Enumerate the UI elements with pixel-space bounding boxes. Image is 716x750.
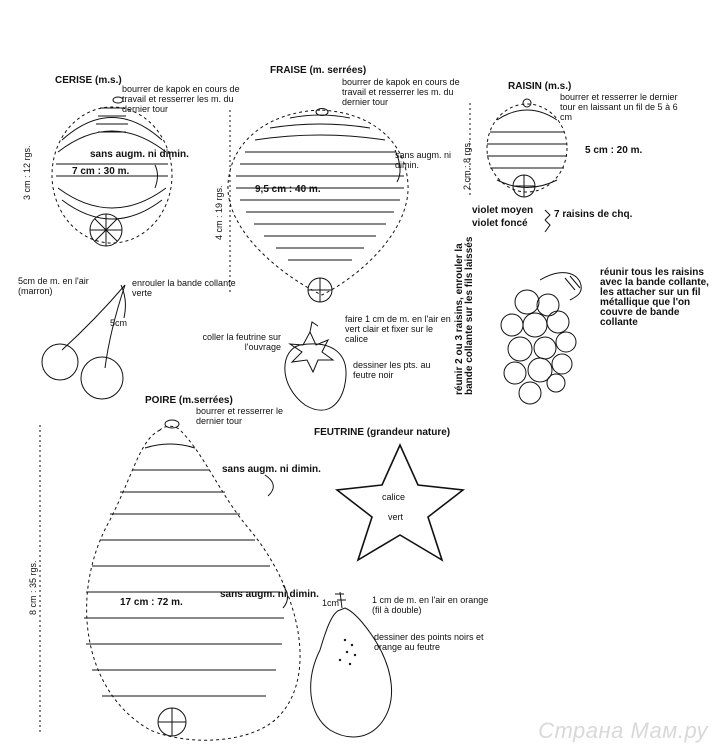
- fraise-note: bourrer de kapok en cours de travail et …: [342, 77, 460, 107]
- cerise-stem-len: 5cm: [110, 318, 128, 328]
- poire-rows: 8 cm : 35 rgs.: [28, 560, 38, 615]
- raisin-width: 5 cm : 20 m.: [585, 145, 643, 156]
- poire-note: bourrer et resserrer le dernier tour: [196, 406, 284, 426]
- raisin-title: RAISIN (m.s.): [508, 81, 572, 92]
- cerise-sans: sans augm. ni dimin.: [90, 149, 189, 160]
- grape-drawing: [500, 272, 582, 405]
- poire-dots: dessiner des points noirs et orange au f…: [374, 632, 484, 652]
- raisin-diagram: [486, 98, 568, 233]
- cerise-rows: 3 cm : 12 rgs.: [22, 145, 32, 200]
- cerise-note: bourrer de kapok en cours de travail et …: [122, 84, 240, 114]
- raisin-note: bourrer et resserrer le dernier tour en …: [560, 92, 678, 122]
- feutrine-label-1: calice: [382, 492, 406, 502]
- poire-stem: 1 cm de m. en l'air en orange (fil à dou…: [372, 595, 489, 615]
- cerise-diagram: [51, 96, 173, 247]
- poire-diagram: [84, 419, 301, 741]
- raisin-side: réunir 2 ou 3 raisins, enrouler la bande…: [454, 236, 475, 395]
- fraise-dots: dessiner les pts. au feutre noir: [353, 360, 431, 380]
- poire-sans-2: sans augm. ni dimin.: [220, 589, 319, 600]
- fraise-width: 9,5 cm : 40 m.: [255, 184, 321, 195]
- raisin-color-2: violet foncé: [472, 218, 528, 229]
- cherry-drawing: [41, 284, 126, 400]
- raisin-assemble: réunir tous les raisins avec la bande co…: [600, 267, 709, 328]
- watermark: Страна Мам.ру: [538, 718, 708, 743]
- cerise-title: CERISE (m.s.): [55, 75, 122, 86]
- poire-width: 17 cm : 72 m.: [120, 597, 183, 608]
- poire-stem-len: 1cm: [322, 598, 340, 608]
- cerise-width: 7 cm : 30 m.: [72, 166, 130, 177]
- fraise-felt: coller la feutrine sur l'ouvrage: [202, 332, 281, 352]
- cerise-stem: 5cm de m. en l'air (marron): [18, 276, 89, 296]
- fraise-title: FRAISE (m. serrées): [270, 65, 367, 76]
- feutrine-title: FEUTRINE (grandeur nature): [314, 427, 451, 438]
- fraise-diagram: [227, 108, 409, 303]
- fraise-sans: sans augm. ni dimin.: [395, 150, 452, 170]
- raisin-rows: 2 cm : 8 rgs.: [462, 140, 472, 190]
- pear-drawing: [310, 591, 393, 738]
- fraise-rows: 4 cm : 19 rgs.: [214, 185, 224, 240]
- poire-title: POIRE (m.serrées): [145, 395, 233, 406]
- feutrine-label-2: vert: [388, 512, 404, 522]
- raisin-count: 7 raisins de chq.: [554, 209, 633, 220]
- poire-sans-1: sans augm. ni dimin.: [222, 464, 321, 475]
- fraise-stem: faire 1 cm de m. en l'air en vert clair …: [345, 314, 451, 344]
- feutrine-star: [334, 443, 466, 562]
- cerise-wrap: enrouler la bande collante verte: [132, 278, 236, 298]
- strawberry-drawing: [284, 321, 347, 411]
- raisin-color-1: violet moyen: [472, 205, 534, 216]
